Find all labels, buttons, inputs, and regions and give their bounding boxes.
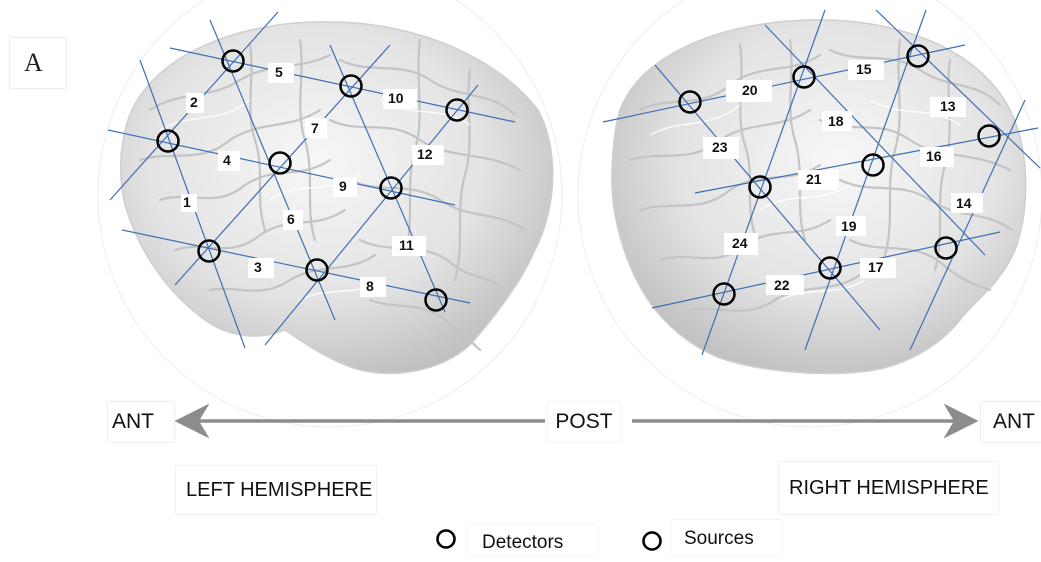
channel-label: 15 (856, 61, 872, 77)
channel-label: 1 (183, 194, 191, 210)
channel-label: 3 (254, 259, 262, 275)
channel-label: 12 (417, 146, 433, 162)
channel-label: 13 (940, 98, 956, 114)
channel-label: 20 (742, 82, 758, 98)
channel-line (804, 9, 927, 351)
channel-label: 19 (841, 218, 857, 234)
optode (197, 239, 221, 263)
channel-line (909, 99, 1026, 351)
channel-label: 9 (339, 178, 347, 194)
channel-line (654, 64, 881, 331)
optode (792, 65, 816, 89)
channel-label: 2 (190, 94, 198, 110)
optode (305, 258, 329, 282)
channel-line (651, 231, 1001, 309)
channel-label: 4 (223, 152, 231, 168)
channel-label: 17 (868, 259, 884, 275)
channel-labels: 1 2 3 4 5 6 7 8 9 10 11 12 13 (181, 60, 983, 297)
channel-label: 7 (311, 120, 319, 136)
channel-label: 5 (275, 64, 283, 80)
optode (445, 98, 469, 122)
optode (748, 175, 772, 199)
anterior-label-left: ANT (108, 402, 174, 442)
channel-label: 8 (366, 278, 374, 294)
optode (424, 288, 448, 312)
channel-line (264, 84, 479, 346)
optode (156, 129, 180, 153)
left-optodes (156, 49, 469, 312)
channel-line (174, 44, 391, 286)
channel-label: 11 (399, 237, 414, 253)
right-optodes (678, 44, 1001, 306)
channel-label: 22 (774, 277, 790, 293)
channel-label: 23 (712, 139, 728, 155)
optode (861, 153, 885, 177)
optode (977, 124, 1001, 148)
legend-source-symbol (642, 531, 662, 551)
channel-line (121, 229, 471, 304)
channel-label: 21 (806, 171, 822, 187)
legend-detectors-label: Detectors (468, 524, 598, 555)
channel-line (875, 9, 1041, 169)
channel-label: 6 (287, 211, 295, 227)
legend-detector-symbol (436, 529, 456, 549)
right-hemisphere-label: RIGHT HEMISPHERE (779, 462, 998, 514)
optode (339, 74, 363, 98)
posterior-label: POST (548, 402, 620, 442)
optode (818, 256, 842, 280)
left-hemisphere-brain (97, 0, 563, 428)
channel-label: 16 (926, 148, 942, 164)
left-hemisphere-label: LEFT HEMISPHERE (176, 466, 376, 514)
panel-label: A (10, 38, 66, 88)
channel-label: 24 (732, 235, 748, 251)
optode (268, 151, 292, 175)
optode (678, 90, 702, 114)
channel-line (764, 24, 986, 256)
channel-label: 14 (956, 195, 972, 211)
optode (712, 282, 736, 306)
channel-line (107, 129, 456, 206)
channel-label: 10 (388, 90, 404, 106)
right-channel-lines (602, 9, 1041, 356)
channel-label: 18 (828, 113, 844, 129)
optode (379, 176, 403, 200)
right-hemisphere-brain (577, 0, 1041, 428)
legend-sources-label: Sources (672, 520, 782, 555)
channel-line (694, 127, 1039, 194)
optode (934, 236, 958, 260)
anterior-label-right: ANT (981, 402, 1041, 442)
channel-line (602, 44, 966, 123)
optode (221, 49, 245, 73)
optode (906, 44, 930, 68)
